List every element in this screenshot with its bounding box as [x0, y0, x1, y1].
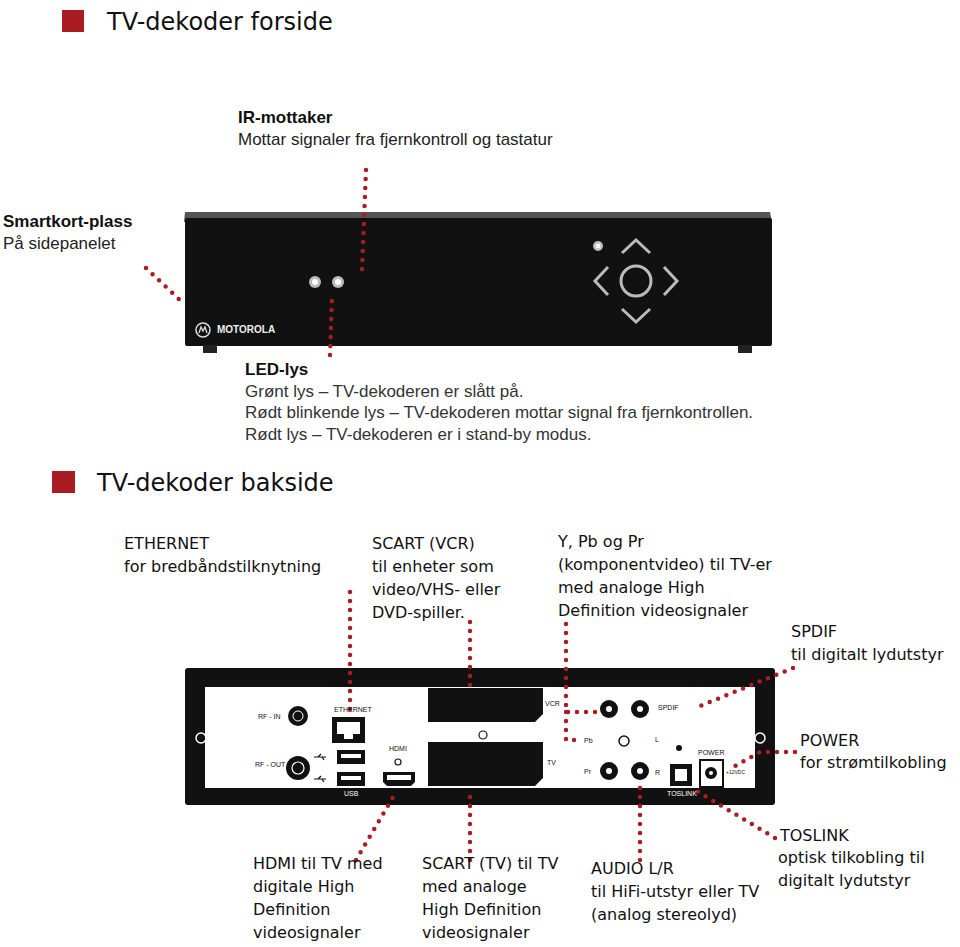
heading-square	[62, 10, 84, 32]
port-label: +12VDC	[726, 769, 745, 776]
callout-heading: SPDIF	[791, 620, 837, 643]
leader-line	[566, 624, 598, 712]
callout-text: Y, Pb og Pr (komponentvideo) til TV-er m…	[558, 530, 774, 622]
callout-heading: POWER	[800, 729, 859, 752]
port-label: RF - IN	[258, 712, 281, 721]
port-label: R	[655, 768, 660, 777]
callout-heading: ETHERNET	[124, 532, 209, 555]
callout-text: SCART (TV) til TV med analoge High Defin…	[422, 852, 566, 944]
leader-line	[330, 295, 332, 355]
leader-line	[695, 790, 775, 838]
callout-heading: Smartkort-plass	[3, 211, 132, 233]
leader-line	[566, 712, 575, 740]
port-label: USB	[344, 789, 358, 798]
callout-heading: LED-lys	[245, 359, 308, 381]
decoder-front	[184, 212, 772, 353]
port-label: POWER	[698, 748, 724, 757]
leader-line	[468, 622, 473, 688]
callout-text: HDMI til TV med digitale High Definition…	[253, 852, 385, 944]
callout-heading: AUDIO L/R	[591, 857, 674, 880]
callout-text: optisk tilkobling til digitalt lydutstyr	[778, 846, 954, 892]
callout-heading: IR-mottaker	[238, 107, 332, 129]
callout-heading: TOSLINK	[780, 824, 849, 847]
callout-text: til digitalt lydutstyr	[791, 643, 943, 666]
callout-heading: SCART (VCR)	[372, 532, 475, 555]
port-label: SPDIF	[658, 703, 679, 712]
leader-line	[356, 792, 396, 860]
port-label: Pb	[584, 736, 593, 745]
page-title: TV-dekoder forside	[107, 8, 333, 36]
leader-line	[362, 170, 366, 270]
callout-text: til HiFi-utstyr eller TV (analog stereol…	[591, 880, 781, 926]
callout-text: Rødt lys – TV-dekoderen er i stand-by mo…	[245, 424, 591, 446]
heading-square	[52, 471, 75, 493]
leader-line	[146, 268, 182, 302]
leader-line	[700, 668, 793, 706]
section-heading: TV-dekoder bakside	[97, 469, 334, 497]
callout-text: Mottar signaler fra fjernkontroll og tas…	[238, 129, 553, 151]
leader-line	[638, 784, 643, 860]
callout-text: Grønt lys – TV-dekoderen er slått på.	[245, 381, 523, 403]
leader-line	[468, 792, 473, 860]
callout-text: Rødt blinkende lys – TV-dekoderen mottar…	[245, 402, 753, 424]
leader-line	[728, 752, 795, 770]
leader-lines	[146, 170, 795, 860]
port-label: HDMI	[389, 744, 407, 753]
port-label: TOSLINK	[667, 789, 697, 798]
port-label: L	[655, 735, 659, 744]
leader-line	[348, 592, 353, 712]
decoder-back	[185, 668, 775, 805]
port-label: RF - OUT	[255, 760, 285, 769]
port-label: ETHERNET	[334, 705, 372, 714]
callout-text: På sidepanelet	[3, 233, 115, 255]
brand-logo: MOTOROLA	[217, 324, 275, 336]
callout-text: til enheter som video/VHS- eller DVD-spi…	[372, 555, 524, 624]
port-label: VCR	[545, 699, 560, 708]
port-label: Pr	[584, 767, 591, 776]
callout-text: for strømtilkobling	[800, 751, 947, 774]
callout-text: for bredbåndstilknytning	[124, 555, 321, 578]
port-label: TV	[547, 758, 556, 767]
